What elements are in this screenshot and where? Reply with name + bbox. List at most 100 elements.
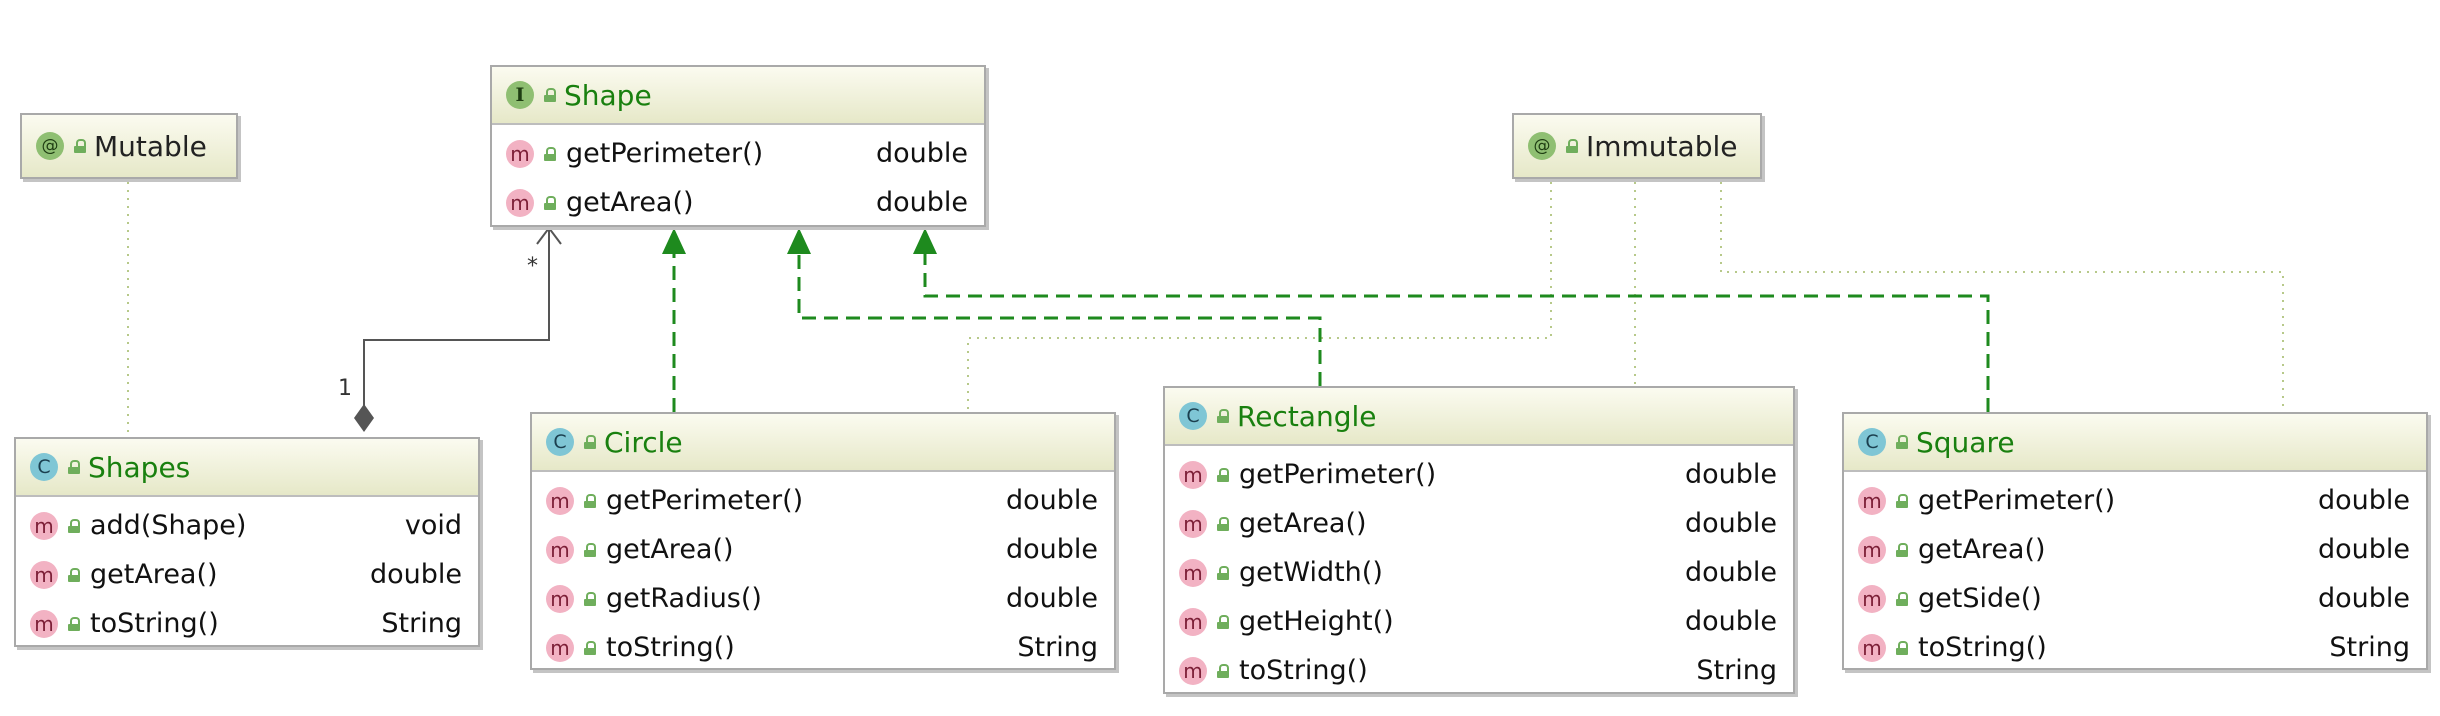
public-lock-icon <box>68 567 80 582</box>
method-name: getHeight() <box>1239 606 1394 637</box>
realization-line-square <box>923 252 1990 412</box>
method-name: getPerimeter() <box>566 138 764 169</box>
node-header: C Circle <box>532 414 1114 472</box>
member-row[interactable]: m toString() String <box>1165 646 1793 695</box>
node-title: Rectangle <box>1237 399 1377 433</box>
method-name: getPerimeter() <box>1239 459 1437 490</box>
method-name: toString() <box>1918 632 2047 663</box>
method-icon: m <box>1179 607 1207 636</box>
return-type: double <box>1005 583 1098 614</box>
public-lock-icon <box>68 518 80 533</box>
node-header: C Shapes <box>16 439 478 497</box>
method-name: toString() <box>1239 655 1368 686</box>
return-type: double <box>2317 485 2410 516</box>
method-icon: m <box>1179 656 1207 685</box>
node-title: Shape <box>564 78 652 112</box>
mutable-annotation-node[interactable]: @ Mutable <box>20 113 238 179</box>
target-multiplicity: * <box>527 254 538 279</box>
return-type: double <box>875 187 968 218</box>
method-icon: m <box>546 633 574 662</box>
public-lock-icon <box>584 591 596 606</box>
immutable-annotation-node[interactable]: @ Immutable <box>1512 113 1762 179</box>
node-title: Immutable <box>1586 129 1738 163</box>
node-title: Shapes <box>88 450 191 484</box>
public-lock-icon <box>1896 435 1908 449</box>
method-name: getArea() <box>606 534 734 565</box>
public-lock-icon <box>584 542 596 557</box>
member-row[interactable]: m toString() String <box>532 623 1114 672</box>
node-header: C Rectangle <box>1165 388 1793 446</box>
method-name: toString() <box>90 608 219 639</box>
method-name: getSide() <box>1918 583 2042 614</box>
square-class-node[interactable]: C Square m getPerimeter() double m getArea()… <box>1842 412 2428 670</box>
member-row[interactable]: m getArea() double <box>1844 525 2426 574</box>
return-type: double <box>1684 606 1777 637</box>
return-type: double <box>1005 534 1098 565</box>
method-icon: m <box>1858 584 1886 613</box>
method-name: getArea() <box>566 187 694 218</box>
class-icon: C <box>546 428 574 456</box>
node-header: C Square <box>1844 414 2426 472</box>
public-lock-icon <box>1896 542 1908 557</box>
public-lock-icon <box>1217 614 1229 629</box>
node-header: I Shape <box>492 67 984 125</box>
public-lock-icon <box>544 195 556 210</box>
node-header: @ Mutable <box>22 115 236 177</box>
realization-arrowhead-rectangle <box>787 228 811 254</box>
public-lock-icon <box>1896 640 1908 655</box>
rectangle-class-node[interactable]: C Rectangle m getPerimeter() double m getAre… <box>1163 386 1795 694</box>
return-type: double <box>2317 534 2410 565</box>
return-type: double <box>1684 459 1777 490</box>
method-icon: m <box>30 511 58 540</box>
class-icon: C <box>1858 428 1886 456</box>
return-type: double <box>369 559 462 590</box>
method-icon: m <box>1858 486 1886 515</box>
method-icon: m <box>1858 535 1886 564</box>
member-row[interactable]: m getPerimeter() double <box>1844 476 2426 525</box>
method-name: getArea() <box>1918 534 2046 565</box>
realization-arrowhead-circle <box>662 228 686 254</box>
method-icon: m <box>506 139 534 168</box>
public-lock-icon <box>1217 663 1229 678</box>
return-type: String <box>1017 632 1098 663</box>
public-lock-icon <box>584 435 596 449</box>
member-row[interactable]: m getHeight() double <box>1165 597 1793 646</box>
class-icon: C <box>30 453 58 481</box>
method-name: getPerimeter() <box>1918 485 2116 516</box>
composition-diamond <box>354 404 374 432</box>
return-type: String <box>2329 632 2410 663</box>
method-name: toString() <box>606 632 735 663</box>
node-title: Square <box>1916 425 2015 459</box>
class-icon: C <box>1179 402 1207 430</box>
return-type: String <box>1696 655 1777 686</box>
interface-icon: I <box>506 81 534 109</box>
annotation-link-immutable-square <box>1720 182 2284 412</box>
annotation-icon: @ <box>36 132 64 160</box>
public-lock-icon <box>1896 591 1908 606</box>
public-lock-icon <box>68 460 80 474</box>
return-type: void <box>404 510 462 541</box>
return-type: double <box>1684 508 1777 539</box>
source-multiplicity: 1 <box>338 376 352 401</box>
public-lock-icon <box>544 146 556 161</box>
return-type: double <box>1005 485 1098 516</box>
method-name: getArea() <box>1239 508 1367 539</box>
method-icon: m <box>30 609 58 638</box>
